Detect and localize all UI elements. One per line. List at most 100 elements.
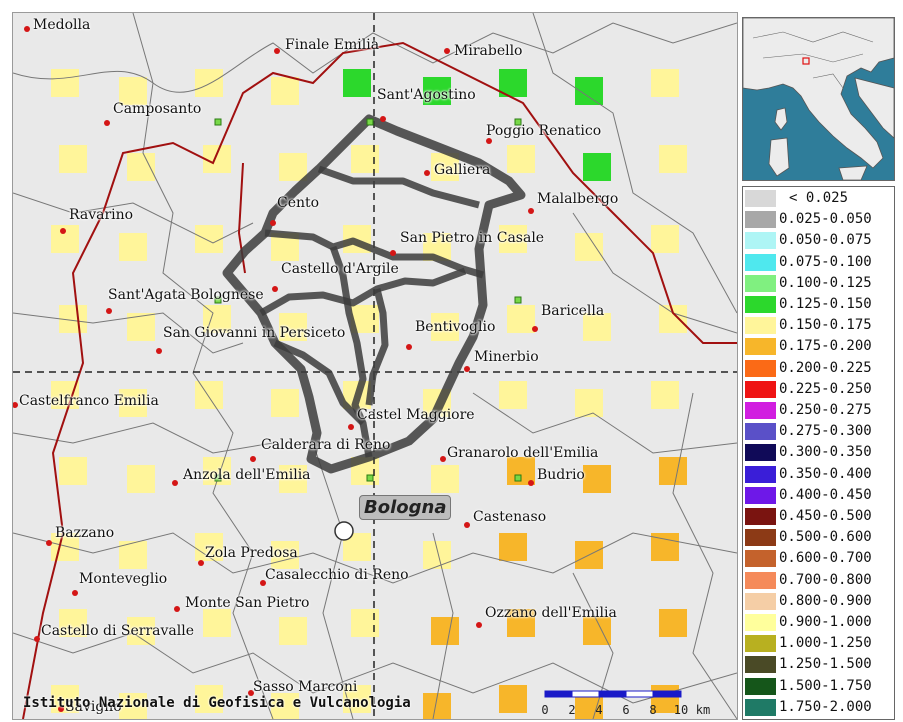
scale-tick: 2 xyxy=(568,703,576,717)
scale-tick: 8 xyxy=(649,703,657,717)
town-label: Anzola dell'Emilia xyxy=(183,467,311,483)
scale-tick: 10 xyxy=(673,703,689,717)
town-marker xyxy=(248,690,254,696)
italy-locator-inset[interactable] xyxy=(742,17,895,181)
legend-row: 0.600-0.700 xyxy=(745,550,892,568)
town-marker xyxy=(348,424,354,430)
value-cell xyxy=(423,77,451,105)
legend-swatch xyxy=(745,486,776,504)
town-label: Monte San Pietro xyxy=(185,595,310,611)
town-label: Camposanto xyxy=(113,101,202,117)
value-cell xyxy=(651,685,679,713)
town-label: Sant'Agostino xyxy=(377,87,476,103)
legend-swatch xyxy=(745,423,776,441)
town-marker xyxy=(274,48,280,54)
legend-label: 1.500-1.750 xyxy=(779,677,872,694)
value-cell xyxy=(583,465,611,493)
legend-label: 0.350-0.400 xyxy=(779,465,872,482)
legend-swatch xyxy=(745,529,776,547)
town-label: Ozzano dell'Emilia xyxy=(485,605,617,621)
town-marker xyxy=(476,622,482,628)
value-cell xyxy=(279,153,307,181)
town-marker xyxy=(532,326,538,332)
value-cell xyxy=(279,465,307,493)
legend-row: 1.000-1.250 xyxy=(745,635,892,653)
sardinia xyxy=(768,137,790,177)
value-legend: < 0.025 0.025-0.050 0.050-0.075 0.075-0.100… xyxy=(742,186,895,720)
value-cell xyxy=(499,685,527,713)
legend-row: 0.200-0.225 xyxy=(745,359,892,378)
legend-row: 0.050-0.075 xyxy=(745,232,892,250)
legend-row: 0.025-0.050 xyxy=(745,211,892,229)
town-marker xyxy=(464,522,470,528)
town-marker xyxy=(486,138,492,144)
legend-row: < 0.025 xyxy=(745,190,892,208)
town-label: Castel Maggiore xyxy=(357,407,475,423)
value-cell xyxy=(51,69,79,97)
legend-label: 0.050-0.075 xyxy=(779,232,872,249)
value-cell xyxy=(119,693,147,719)
value-cell xyxy=(431,313,459,341)
value-cell xyxy=(127,617,155,645)
bologna-center-marker xyxy=(334,521,354,541)
town-label: Poggio Renatico xyxy=(486,123,602,139)
town-marker xyxy=(380,116,386,122)
legend-label: 1.000-1.250 xyxy=(779,635,872,652)
value-cell xyxy=(423,541,451,569)
town-label: Savigno xyxy=(65,699,122,715)
value-cell xyxy=(271,541,299,569)
value-cell xyxy=(351,145,379,173)
legend-row: 0.100-0.125 xyxy=(745,274,892,293)
legend-label: 0.300-0.350 xyxy=(779,444,872,461)
scale-tick: 6 xyxy=(622,703,630,717)
value-cell xyxy=(659,609,687,637)
value-cell xyxy=(195,381,223,409)
town-marker xyxy=(406,344,412,350)
value-cell xyxy=(659,305,687,333)
legend-swatch xyxy=(745,253,776,271)
legend-row: 0.075-0.100 xyxy=(745,253,892,272)
legend-label: 0.250-0.275 xyxy=(779,402,872,418)
town-label: Ravarino xyxy=(69,207,134,223)
town-label: Finale Emilia xyxy=(285,37,380,53)
legend-label: 0.025-0.050 xyxy=(779,211,872,228)
town-label: Calderara di Reno xyxy=(261,437,391,453)
value-cell xyxy=(119,389,147,417)
value-cell xyxy=(271,693,299,719)
town-label: San Pietro in Casale xyxy=(400,230,545,246)
city-label-bologna: Bologna xyxy=(359,495,452,520)
value-cell xyxy=(59,145,87,173)
corsica xyxy=(774,107,788,131)
town-label: Mirabello xyxy=(454,43,523,59)
town-marker xyxy=(46,540,52,546)
value-cell xyxy=(431,465,459,493)
legend-row: 1.500-1.750 xyxy=(745,677,892,696)
value-cell xyxy=(51,381,79,409)
town-marker xyxy=(528,480,534,486)
legend-row: 0.300-0.350 xyxy=(745,444,892,462)
legend-swatch xyxy=(745,550,776,568)
town-marker xyxy=(250,456,256,462)
legend-row: 0.700-0.800 xyxy=(745,571,892,590)
legend-row: 0.400-0.450 xyxy=(745,486,892,505)
legend-row: 0.175-0.200 xyxy=(745,338,892,356)
legend-swatch xyxy=(745,592,776,610)
value-cell xyxy=(127,465,155,493)
legend-swatch xyxy=(745,211,776,229)
value-cell xyxy=(119,77,147,105)
value-cell xyxy=(651,381,679,409)
value-cell xyxy=(651,69,679,97)
legend-swatch xyxy=(745,444,776,462)
value-cell xyxy=(651,225,679,253)
balkan-coast xyxy=(854,77,894,139)
town-marker xyxy=(174,606,180,612)
legend-label: 0.275-0.300 xyxy=(779,423,872,440)
value-cell xyxy=(119,233,147,261)
legend-swatch xyxy=(745,677,776,695)
town-label: Sasso Marconi xyxy=(253,679,358,695)
legend-row: 0.225-0.250 xyxy=(745,380,892,399)
value-cell xyxy=(195,225,223,253)
town-marker xyxy=(464,366,470,372)
value-cell xyxy=(271,77,299,105)
